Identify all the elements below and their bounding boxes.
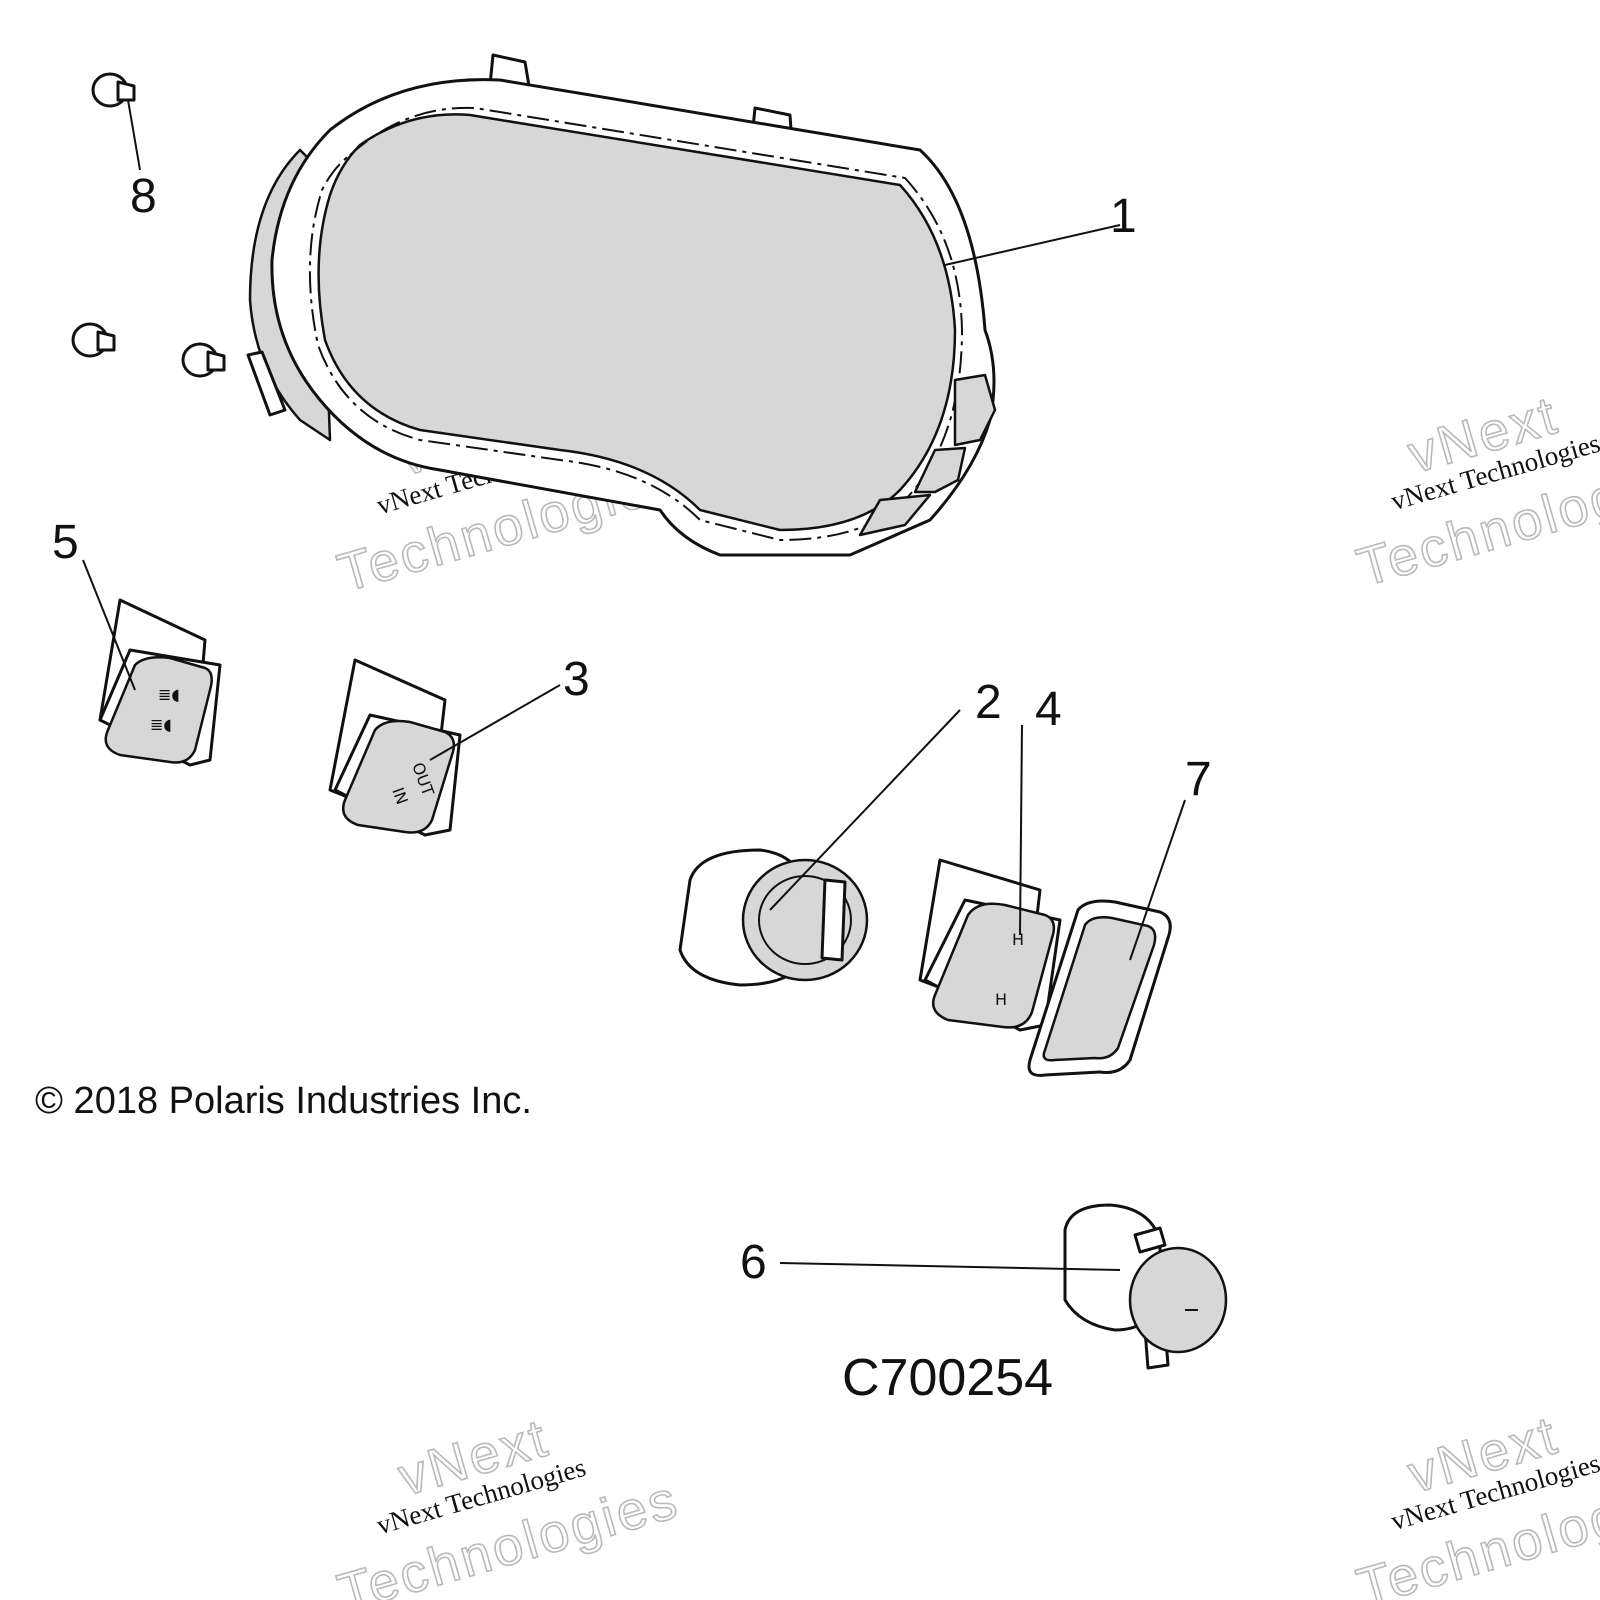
callout-7: 7 [1185,753,1212,806]
callout-5: 5 [52,516,79,569]
power-outlet-icon [1063,1203,1228,1370]
switch-mark-h-upper: H [1012,930,1024,949]
switch-mark-h-lower: H [995,990,1007,1009]
callout-8: 8 [130,170,157,223]
rocker-switch-4-icon: H H [918,858,1062,1032]
callouts: 8 1 5 3 2 4 7 6 [52,170,1212,1289]
ignition-switch-icon [678,848,869,987]
leader-4 [1019,724,1023,936]
watermark-4: vNext vNext Technologies Technologies [1350,1404,1600,1600]
instrument-cluster-icon [246,53,997,557]
leader-lines [82,99,1186,1271]
leader-2 [769,709,961,911]
headlight-switch-icon: ≣◖ ≣◖ [98,598,222,767]
leader-6 [779,1262,1121,1271]
leader-1 [944,224,1121,266]
watermark-2: vNext vNext Technologies Technologies [1350,384,1600,599]
headlight-high-icon: ≣◖ [158,685,180,704]
callout-4: 4 [1035,683,1062,736]
headlight-low-icon: ≣◖ [150,715,172,734]
switch-label-in: IN [388,785,412,807]
leader-8 [127,99,141,171]
copyright-notice: © 2018 Polaris Industries Inc. [35,1080,532,1122]
leader-5 [82,559,136,691]
watermark-3: vNext vNext Technologies Technologies [331,1407,687,1600]
callout-3: 3 [563,653,590,706]
callout-6: 6 [740,1236,767,1289]
leader-3 [429,684,561,761]
callout-2: 2 [975,676,1002,729]
rocker-switch-3-icon: OUT IN [328,658,462,837]
screw-icon [71,72,226,378]
leader-7 [1129,799,1186,961]
figure-id: C700254 [842,1349,1053,1407]
callout-1: 1 [1110,190,1137,243]
